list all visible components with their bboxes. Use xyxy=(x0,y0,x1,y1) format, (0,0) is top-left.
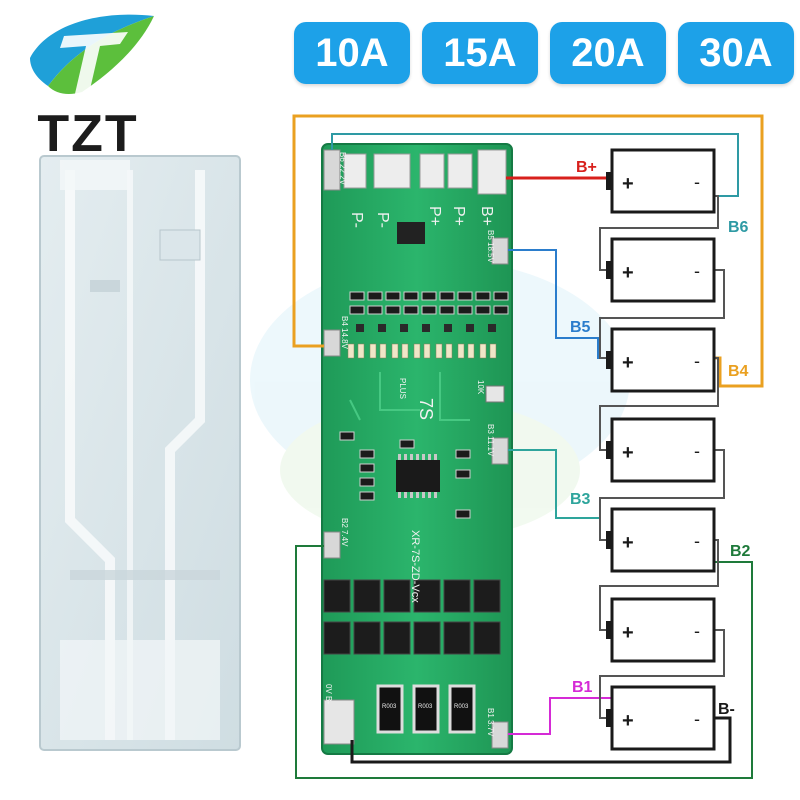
battery-cell: + - xyxy=(606,148,716,214)
pad-label-b4: B4 14.8V xyxy=(340,316,349,350)
pad-label-b1: B1 3.7V xyxy=(486,708,495,737)
cell-minus-mark: - xyxy=(694,621,700,641)
cell-plus-mark: + xyxy=(622,710,634,732)
silk-p-minus-2: P- xyxy=(374,212,391,228)
silk-plus: PLUS xyxy=(398,378,407,399)
battery-cell: + - xyxy=(606,417,716,483)
silk-resistor-1: R003 xyxy=(382,704,397,710)
battery-cell: + - xyxy=(606,327,716,393)
board-back xyxy=(39,155,241,751)
cell-minus-mark: - xyxy=(694,261,700,281)
silk-cell-count: 7S xyxy=(416,398,436,420)
wire-b4 xyxy=(292,114,764,388)
silk-resistor-2: R003 xyxy=(418,704,433,710)
battery-cell: + - xyxy=(606,237,716,303)
cell-plus-mark: + xyxy=(622,173,634,195)
label-b-minus: B- xyxy=(718,701,735,718)
cell-plus-mark: + xyxy=(622,352,634,374)
pcb-board: P- P- P+ P+ B+ B6 22.2V B5 18.5V B4 14.8… xyxy=(321,143,513,755)
cell-minus-mark: - xyxy=(694,172,700,192)
battery-cell: + - xyxy=(606,597,716,663)
mosfet-array xyxy=(323,579,501,655)
silk-p-plus-2: P+ xyxy=(450,206,467,226)
battery-cells: + - + - + - + - + - xyxy=(606,148,716,751)
cell-plus-mark: + xyxy=(622,262,634,284)
wire-b1 xyxy=(508,697,613,735)
pad-label-b3: B3 11.1V xyxy=(486,424,495,457)
cell-minus-mark: - xyxy=(694,441,700,461)
silk-b-plus: B+ xyxy=(478,206,495,226)
label-b4: B4 xyxy=(728,363,749,380)
logo-text: TZT xyxy=(37,105,139,163)
badge-30a: 30A xyxy=(678,22,794,84)
cell-minus-mark: - xyxy=(694,351,700,371)
label-b2: B2 xyxy=(730,543,751,560)
silk-model: XR-7S-ZD-Vcx xyxy=(409,530,421,603)
battery-cell: + - xyxy=(606,507,716,573)
pad-label-b2: B2 7.4V xyxy=(340,518,349,547)
silk-p-plus-1: P+ xyxy=(426,206,443,226)
label-b6: B6 xyxy=(728,219,749,236)
label-b5: B5 xyxy=(570,319,591,336)
cell-plus-mark: + xyxy=(622,532,634,554)
label-b3: B3 xyxy=(570,491,591,508)
wire-b6 xyxy=(331,133,739,197)
pad-label-b-minus: 0V B- xyxy=(324,684,333,704)
label-b1: B1 xyxy=(572,679,593,696)
badge-10a: 10A xyxy=(294,22,410,84)
silk-p-minus-1: P- xyxy=(348,212,365,228)
sense-resistors xyxy=(376,684,476,734)
logo-mark-icon xyxy=(30,14,154,98)
badge-15a: 15A xyxy=(422,22,538,84)
wire-b-minus xyxy=(350,716,732,764)
cell-plus-mark: + xyxy=(622,622,634,644)
cell-plus-mark: + xyxy=(622,442,634,464)
silk-ntc: 10K xyxy=(476,380,485,395)
badge-20a: 20A xyxy=(550,22,666,84)
silk-resistor-3: R003 xyxy=(454,704,469,710)
pad-label-b5: B5 18.5V xyxy=(486,230,495,264)
cell-minus-mark: - xyxy=(694,709,700,729)
battery-cell: + - xyxy=(606,685,716,751)
label-b-plus: B+ xyxy=(576,159,597,176)
smd-resistor-row xyxy=(349,291,509,315)
cell-minus-mark: - xyxy=(694,531,700,551)
brand-logo xyxy=(8,6,168,156)
pad-label-b6: B6 22.2V xyxy=(338,152,347,186)
